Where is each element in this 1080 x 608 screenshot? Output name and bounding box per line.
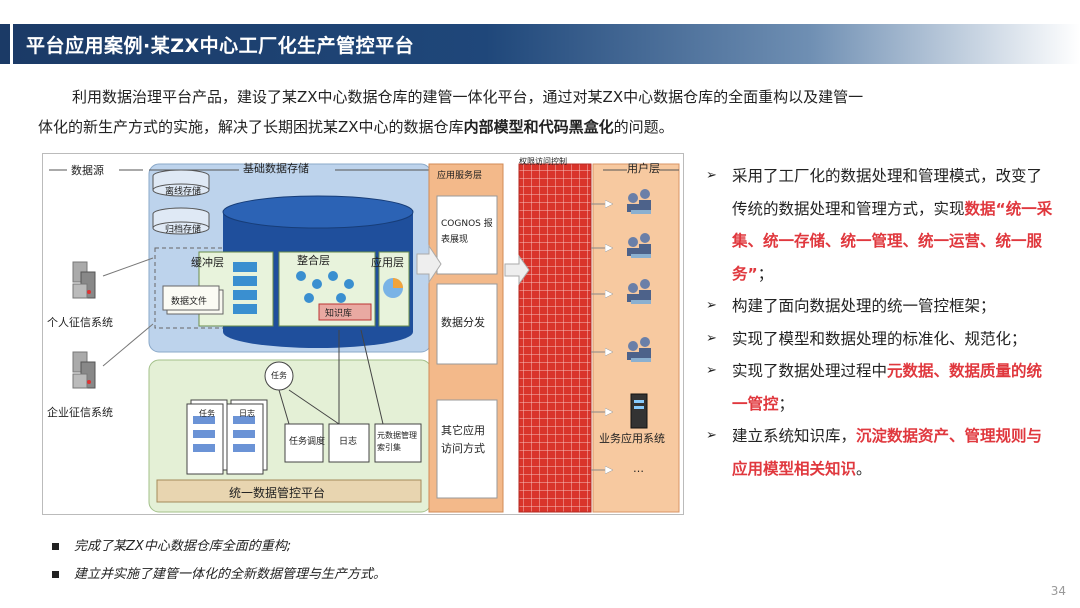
- label-app-service-layer: 应用服务层: [437, 171, 483, 181]
- title-accent-stripe: [10, 24, 13, 64]
- label-cognos-report: COGNOS 报表展现: [441, 219, 493, 245]
- summary-item: 建立并实施了建管一体化的全新数据管理与生产方式。: [48, 561, 386, 589]
- bullet-text: 。: [856, 459, 872, 478]
- label-app-layer: 应用层: [371, 256, 404, 269]
- bullet-text: 构建了面向数据处理的统一管控框架；: [732, 297, 996, 315]
- label-base-storage: 基础数据存储: [243, 162, 309, 175]
- label-task: 任务: [271, 371, 287, 380]
- summary-item: 完成了某ZX中心数据仓库全面的重构;: [48, 533, 386, 561]
- square-bullet-icon: [52, 571, 59, 578]
- label-doc-task: 任务: [199, 409, 215, 418]
- label-other-access: 其它应用访问方式: [441, 424, 485, 455]
- user-group-icon: [627, 337, 651, 362]
- bullet-highlight-text: 数据“统一采集、统一存储、统一管理、统一运营、统一服务”: [732, 199, 1053, 283]
- arrow-bullet-icon: ➢: [706, 428, 717, 443]
- archive-storage-icon: [152, 207, 210, 235]
- architecture-diagram: 数据源 基础数据存储 应用服务层 权限访问控制 用户层 个人征信系统 企业征信系…: [42, 153, 684, 515]
- bullet-item: ➢ 建立系统知识库，沉淀数据资产、管理规则与应用模型相关知识。: [706, 420, 1056, 485]
- intro-line-2-pre: 体化的新生产方式的实施，解决了长期困扰某ZX中心的数据仓库: [38, 118, 464, 136]
- label-meta-index: 元数据管理 索引集: [377, 431, 417, 452]
- summary-item-text: 完成了某ZX中心数据仓库全面的重构;: [74, 539, 292, 554]
- label-data-file: 数据文件: [171, 297, 208, 307]
- label-personal-credit-system: 个人征信系统: [47, 316, 113, 329]
- user-group-icon: [627, 279, 651, 304]
- business-server-icon: [630, 393, 648, 429]
- label-data-distribution: 数据分发: [441, 316, 485, 329]
- bullet-highlight-text: 沉淀数据资产、管理规则与应用模型相关知识: [732, 427, 1043, 478]
- label-log: 日志: [339, 437, 358, 447]
- square-bullet-icon: [52, 543, 59, 550]
- intro-line-1-text: 利用数据治理平台产品，建设了某ZX中心数据仓库的建管一体化平台，通过对某ZX中心…: [72, 88, 864, 106]
- bullet-item: ➢ 采用了工厂化的数据处理和管理模式，改变了传统的数据处理和管理方式，实现数据“统…: [706, 160, 1056, 290]
- label-integration-layer: 整合层: [297, 254, 330, 267]
- user-group-icon: [627, 233, 651, 258]
- offline-storage-icon: [152, 169, 210, 197]
- bullet-text: 实现了模型和数据处理的标准化、规范化；: [732, 329, 1027, 348]
- bullet-item: ➢ 构建了面向数据处理的统一管控框架；: [706, 290, 1056, 323]
- label-ellipsis: …: [633, 462, 644, 475]
- page-title: 平台应用案例·某ZX中心工厂化生产管控平台: [26, 35, 415, 57]
- intro-line-2-post: 的问题。: [613, 118, 674, 136]
- architecture-diagram-svg: [49, 163, 680, 513]
- arrow-bullet-icon: ➢: [706, 330, 717, 346]
- server-icon: [72, 351, 96, 389]
- label-buffer-layer: 缓冲层: [191, 256, 224, 269]
- label-archive-storage: 归档存储: [165, 225, 202, 235]
- label-business-system: 业务应用系统: [599, 432, 665, 445]
- intro-paragraph: 利用数据治理平台产品，建设了某ZX中心数据仓库的建管一体化平台，通过对某ZX中心…: [38, 82, 1048, 142]
- summary-item-text: 建立并实施了建管一体化的全新数据管理与生产方式。: [74, 567, 387, 582]
- bullet-text: ；: [778, 394, 795, 413]
- arrow-bullet-icon: ➢: [706, 298, 717, 313]
- title-bar: 平台应用案例·某ZX中心工厂化生产管控平台: [0, 24, 1080, 64]
- page-number: 34: [1050, 584, 1066, 598]
- label-task-schedule: 任务调度: [289, 437, 326, 447]
- arrow-bullet-icon: ➢: [706, 168, 717, 183]
- summary-list: 完成了某ZX中心数据仓库全面的重构; 建立并实施了建管一体化的全新数据管理与生产…: [48, 533, 386, 589]
- intro-line-2: 体化的新生产方式的实施，解决了长期困扰某ZX中心的数据仓库内部模型和代码黑盒化的…: [38, 112, 1048, 142]
- label-access-control: 权限访问控制: [519, 157, 567, 166]
- label-data-source: 数据源: [71, 164, 104, 177]
- title-accent-bar: [0, 24, 6, 64]
- intro-line-2-bold: 内部模型和代码黑盒化: [463, 118, 614, 136]
- bullet-text: ；: [757, 264, 774, 283]
- label-knowledge-base: 知识库: [325, 309, 353, 319]
- label-user-layer: 用户层: [627, 162, 660, 175]
- bullet-text: 采用了工厂化的数据处理和管理模式，改变了传统的数据处理和管理方式，实现: [732, 167, 1043, 218]
- label-unified-platform: 统一数据管控平台: [229, 486, 326, 500]
- bullet-text: 实现了数据处理过程中: [732, 362, 888, 380]
- label-offline-storage: 离线存储: [165, 187, 202, 197]
- label-enterprise-credit-system: 企业征信系统: [47, 406, 113, 419]
- bullet-highlight-text: 元数据、数据质量的统一管控: [732, 362, 1043, 413]
- bullet-item: ➢ 实现了模型和数据处理的标准化、规范化；: [706, 323, 1056, 356]
- server-icon: [72, 261, 96, 299]
- bullet-item: ➢ 实现了数据处理过程中元数据、数据质量的统一管控；: [706, 355, 1056, 420]
- label-doc-log: 日志: [239, 409, 255, 418]
- document-stack-icon: [186, 399, 268, 475]
- layer-blocks-icon: [233, 262, 403, 314]
- intro-line-1: 利用数据治理平台产品，建设了某ZX中心数据仓库的建管一体化平台，通过对某ZX中心…: [58, 82, 1048, 112]
- bullet-list: ➢ 采用了工厂化的数据处理和管理模式，改变了传统的数据处理和管理方式，实现数据“统…: [706, 160, 1056, 485]
- bullet-text: 建立系统知识库，: [732, 427, 857, 445]
- arrow-bullet-icon: ➢: [706, 363, 717, 378]
- user-group-icon: [627, 189, 651, 214]
